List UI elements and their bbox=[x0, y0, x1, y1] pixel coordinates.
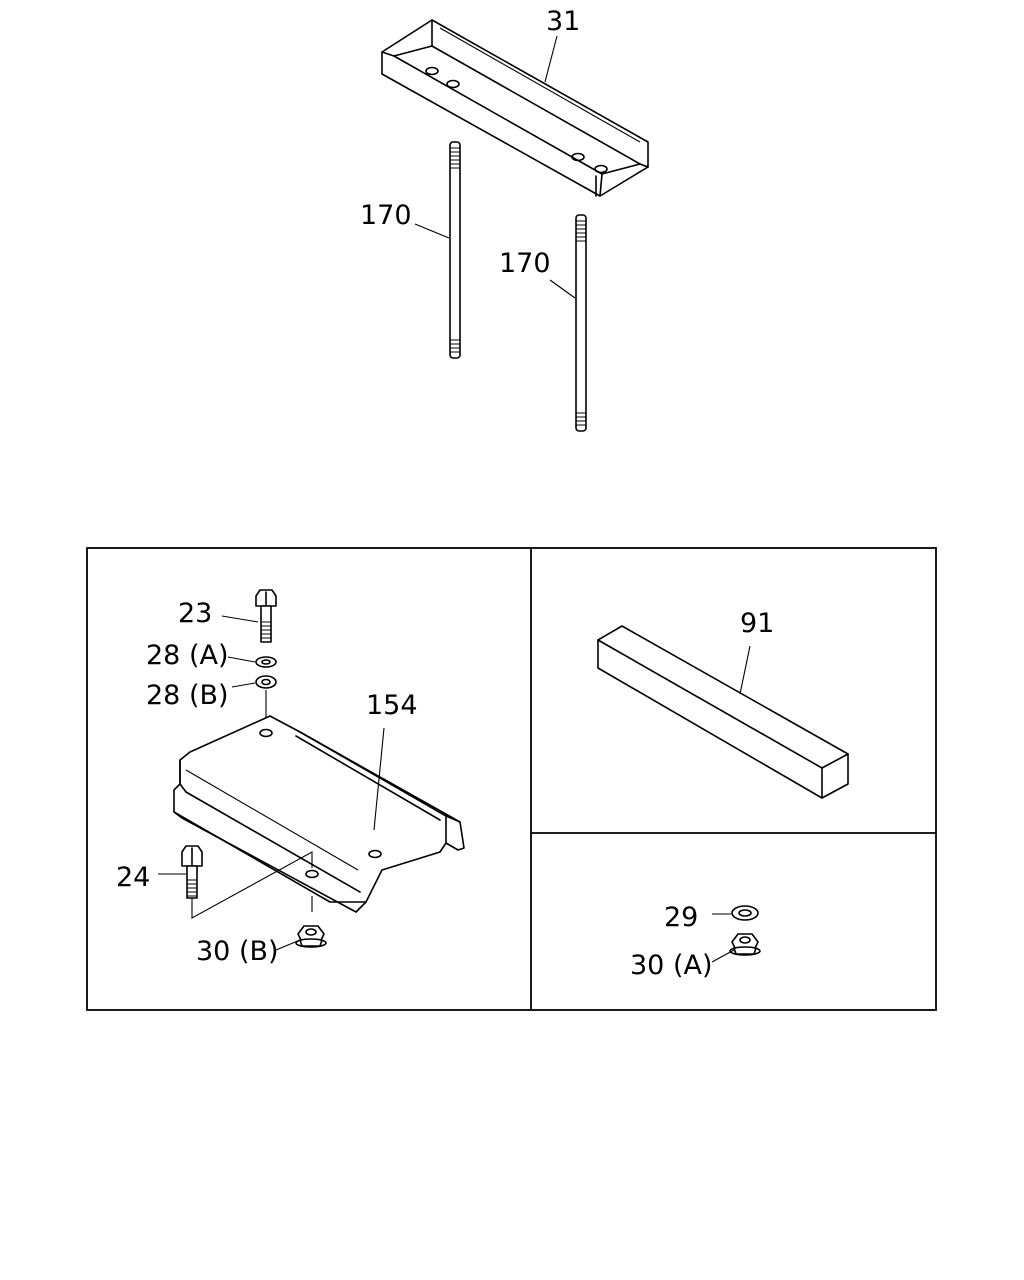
leader-30a bbox=[711, 949, 735, 963]
washer-28b bbox=[255, 675, 277, 689]
callout-23: 23 bbox=[178, 598, 212, 629]
plate-154 bbox=[173, 715, 465, 913]
leader-31 bbox=[544, 35, 558, 83]
callout-28b: 28 (B) bbox=[146, 680, 229, 711]
callout-31: 31 bbox=[546, 6, 580, 37]
leader-23 bbox=[221, 615, 259, 623]
bolt-24 bbox=[181, 845, 203, 899]
detail-frame bbox=[86, 547, 937, 1011]
washer-28a bbox=[255, 656, 277, 668]
leader-28b bbox=[231, 682, 256, 688]
callout-29: 29 bbox=[664, 902, 698, 933]
callout-30a: 30 (A) bbox=[630, 950, 712, 981]
leader-28a bbox=[227, 656, 256, 663]
bracket-31 bbox=[381, 19, 649, 197]
block-91 bbox=[597, 625, 849, 799]
callout-154: 154 bbox=[366, 690, 418, 721]
callout-28a: 28 (A) bbox=[146, 640, 228, 671]
washer-29 bbox=[731, 905, 759, 921]
leader-170-left bbox=[414, 223, 450, 239]
nut-30b bbox=[295, 925, 327, 948]
leader-91 bbox=[739, 645, 751, 695]
bolt-23 bbox=[255, 589, 277, 643]
leader-170-right bbox=[549, 279, 576, 299]
nut-30a bbox=[729, 933, 761, 956]
leader-154 bbox=[373, 727, 385, 831]
callout-24: 24 bbox=[116, 862, 150, 893]
stud-170-right bbox=[575, 214, 587, 432]
callout-170-right: 170 bbox=[499, 248, 551, 279]
callout-91: 91 bbox=[740, 608, 774, 639]
callout-30b: 30 (B) bbox=[196, 936, 279, 967]
axis-24 bbox=[191, 851, 313, 919]
stud-170-left bbox=[449, 141, 461, 359]
callout-170-left: 170 bbox=[360, 200, 412, 231]
leader-30b bbox=[275, 939, 301, 951]
